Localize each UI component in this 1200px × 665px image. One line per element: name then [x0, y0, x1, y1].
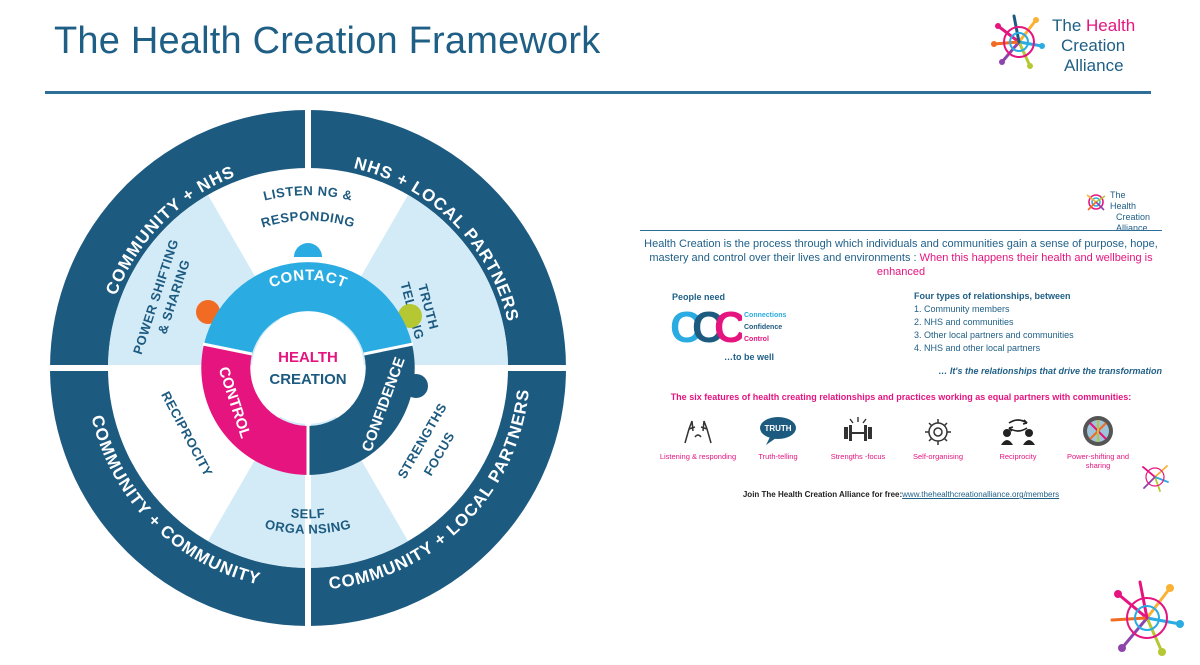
feature-label: Strengths -focus — [830, 452, 886, 461]
panel-logo-line2: Creation — [1116, 212, 1151, 222]
join-line: Join The Health Creation Alliance for fr… — [640, 490, 1162, 499]
ccc-letter-1: C — [670, 306, 702, 348]
exchange-icon — [1001, 419, 1035, 445]
drive-text: … It's the relationships that drive the … — [938, 366, 1162, 376]
dumbbell-icon — [844, 417, 872, 441]
corner-logo-icon — [1110, 580, 1184, 656]
contact-knob — [294, 243, 322, 257]
center-health: HEALTH — [278, 349, 338, 366]
features-row: Listening & responding TRUTH Truth-telli… — [658, 414, 1138, 476]
intro-highlight: When this happens their health and wellb… — [876, 252, 1153, 278]
logo-word-health: Health — [1086, 16, 1136, 35]
join-link[interactable]: www.thehealthcreationalliance.org/member… — [902, 490, 1060, 499]
feature-self-organising: Self-organising — [898, 414, 978, 461]
logo-word-the: The — [1052, 16, 1082, 35]
logo-word-alliance: Alliance — [1064, 56, 1124, 75]
title-divider — [45, 91, 1151, 94]
confidence-segment — [308, 344, 415, 475]
intro-main: Health Creation is the process through w… — [644, 238, 1158, 264]
feature-strengths: Strengths -focus — [818, 414, 898, 461]
ccc-letter-3: C — [714, 306, 742, 348]
relationship-types-heading: Four types of relationships, between — [914, 291, 1071, 301]
feature-label: Truth-telling — [758, 452, 798, 461]
feature-label: Self-organising — [912, 452, 964, 461]
ccc-words: Connections Confidence Control — [744, 310, 786, 346]
feature-reciprocity: Reciprocity — [978, 414, 1058, 461]
power-circle-icon — [1083, 416, 1113, 446]
intro-text: Health Creation is the process through w… — [640, 237, 1162, 279]
truth-bubble-icon: TRUTH — [760, 417, 796, 445]
panel-divider — [640, 230, 1162, 231]
svg-text:TRUTH: TRUTH — [764, 424, 791, 433]
ccc-control: Control — [744, 336, 769, 343]
panel-logo-text: The Health Creation Alliance — [1110, 190, 1150, 234]
ccc-icon: C C C — [670, 306, 742, 348]
panel-logo-line3: Alliance — [1116, 223, 1148, 233]
alliance-logo-text: The Health Creation Alliance — [1052, 16, 1135, 76]
feature-power-shifting: Power-shifting and sharing — [1058, 414, 1138, 470]
panel-logo-icon — [1086, 194, 1106, 211]
center-circle — [252, 312, 364, 424]
feature-label: Listening & responding — [659, 452, 737, 461]
gear-people-icon — [925, 419, 951, 445]
hands-icon — [684, 420, 712, 444]
info-panel: The Health Creation Alliance Health Crea… — [632, 186, 1180, 516]
ccc-connections: Connections — [744, 312, 787, 319]
six-features-heading: The six features of health creating rela… — [670, 392, 1132, 402]
alliance-logo: The Health Creation Alliance — [990, 12, 1150, 82]
feature-label: Power-shifting and sharing — [1066, 452, 1130, 470]
label-self-1: SELF — [290, 505, 325, 521]
relationship-item: 3. Other local partners and communities — [914, 330, 1074, 340]
feature-listening: Listening & responding — [658, 414, 738, 461]
alliance-logo-icon — [991, 14, 1045, 69]
contact-segment — [204, 262, 412, 354]
relationship-types: Four types of relationships, between 1. … — [914, 290, 1074, 355]
people-need-label: People need — [672, 292, 726, 302]
svg-text:SELF: SELF — [290, 505, 326, 521]
panel-logo: The Health Creation Alliance — [1084, 190, 1150, 233]
control-segment — [201, 344, 308, 475]
relationship-item: 4. NHS and other local partners — [914, 343, 1041, 353]
svg-text:ORGA NSING: ORGA NSING — [264, 516, 353, 536]
label-self-2: ORGA NSING — [264, 516, 352, 536]
center-creation: CREATION — [269, 371, 346, 388]
label-listening-2: RESPONDING — [259, 208, 356, 230]
logo-word-creation: Creation — [1061, 36, 1126, 55]
panel-logo-line1: The Health — [1110, 190, 1137, 211]
power-knob — [196, 300, 220, 324]
ccc-letter-2: C — [692, 306, 724, 348]
svg-text:RESPONDING: RESPONDING — [259, 208, 357, 230]
page-title: The Health Creation Framework — [54, 20, 601, 62]
relationship-item: 1. Community members — [914, 304, 1010, 314]
framework-wheel: COMMUNITY + NHS NHS + LOCAL PARTNERS COM… — [50, 110, 566, 626]
feature-label: Reciprocity — [999, 452, 1037, 461]
to-be-well: …to be well — [724, 352, 775, 362]
relationship-item: 2. NHS and communities — [914, 317, 1014, 327]
ccc-confidence: Confidence — [744, 324, 783, 331]
feature-truth: TRUTH Truth-telling — [738, 414, 818, 461]
join-text: Join The Health Creation Alliance for fr… — [742, 490, 903, 499]
side-logo-icon — [1142, 465, 1169, 492]
